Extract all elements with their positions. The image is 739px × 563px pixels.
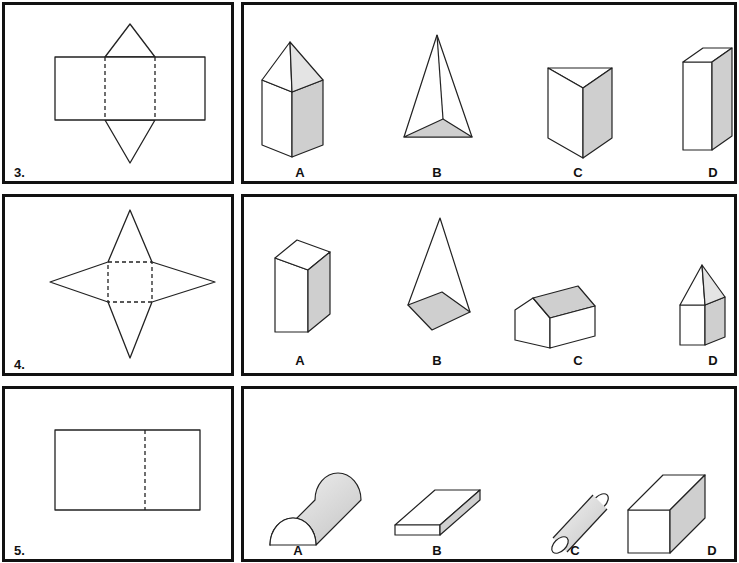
half-cylinder	[270, 473, 361, 545]
choice-letter: A	[295, 166, 304, 179]
pyramid-topped-prism	[262, 42, 323, 157]
number-panel: 4.	[2, 194, 234, 376]
rectangle-net	[55, 430, 200, 510]
choice-letter: D	[708, 166, 717, 179]
choice-panel: A B C D	[241, 2, 737, 184]
choice-letter: A	[293, 544, 302, 557]
choice-letter: A	[295, 354, 304, 367]
number-panel: 3.	[2, 2, 234, 184]
choice-panel: A B C D	[241, 194, 737, 376]
square-pyramid	[408, 218, 470, 330]
pyramid-net	[50, 210, 215, 358]
prism-net	[55, 24, 205, 163]
choice-letter: C	[570, 544, 579, 557]
pentagonal-prism	[515, 286, 595, 348]
slanted-prism	[275, 240, 330, 332]
choice-letter: D	[707, 544, 716, 557]
choice-panel: A B C D	[241, 386, 737, 562]
flat-board	[395, 490, 480, 535]
cylinder	[549, 491, 612, 557]
rectangular-prism	[683, 48, 732, 150]
choice-letter: C	[573, 166, 582, 179]
cube-with-pyramid	[680, 265, 725, 345]
choice-letter: C	[573, 354, 582, 367]
choice-letter: D	[708, 354, 717, 367]
box-prism	[628, 475, 705, 553]
question-number: 3.	[14, 166, 25, 179]
question-number: 4.	[14, 358, 25, 371]
choice-letter: B	[432, 166, 441, 179]
triangular-prism	[548, 68, 612, 158]
choice-letter: B	[432, 544, 441, 557]
triangular-pyramid	[404, 35, 472, 137]
number-panel: 5.	[2, 386, 234, 562]
choice-letter: B	[432, 354, 441, 367]
question-number: 5.	[14, 544, 25, 557]
